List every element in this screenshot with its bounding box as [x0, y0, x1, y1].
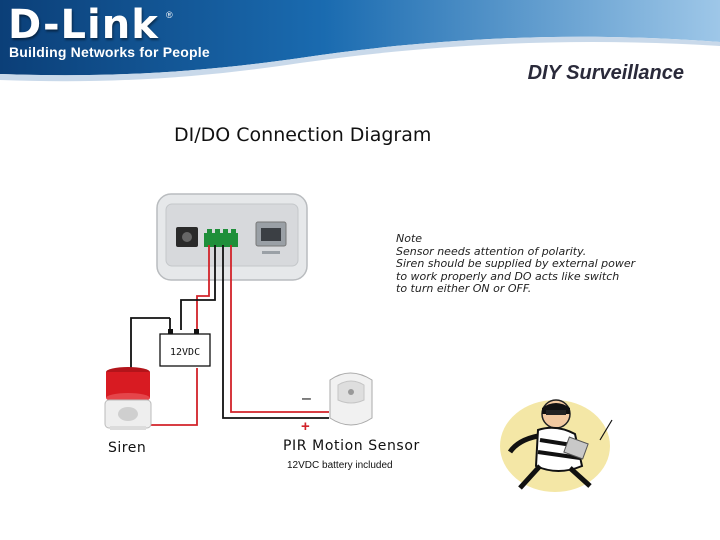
diagram-title: DI/DO Connection Diagram	[174, 124, 432, 146]
dido-terminal-block	[204, 233, 238, 247]
dlink-logo: D-Link	[8, 2, 159, 48]
polarity-plus: +	[301, 418, 310, 435]
note-line: Sensor needs attention of polarity.	[396, 244, 587, 258]
header-swoosh	[0, 0, 720, 82]
burglar-clipart	[500, 399, 613, 492]
pir-sensor-sublabel: 12VDC battery included	[287, 460, 393, 471]
pir-sensor-label: PIR Motion Sensor	[283, 438, 420, 454]
wiring	[130, 245, 329, 426]
registered-mark: ®	[166, 10, 173, 20]
note-line: Siren should be supplied by external pow…	[396, 257, 636, 271]
slide-title: DIY Surveillance	[527, 62, 684, 84]
note-line: to turn either ON or OFF.	[396, 282, 532, 296]
siren-icon	[104, 367, 152, 430]
power-supply-box	[159, 333, 211, 367]
tagline: Building Networks for People	[9, 44, 210, 60]
ip-camera-device	[156, 193, 308, 281]
power-supply-label: 12VDC	[170, 347, 201, 358]
siren-label: Siren	[108, 440, 147, 456]
polarity-minus: –	[302, 390, 311, 407]
note-line: to work properly and DO acts like switch	[396, 269, 620, 283]
pir-sensor-icon	[329, 372, 373, 426]
note-text: Note Sensor needs attention of polarity.…	[396, 232, 636, 296]
header-banner: D-Link ® Building Networks for People	[0, 0, 720, 90]
note-line: Note	[396, 232, 423, 245]
